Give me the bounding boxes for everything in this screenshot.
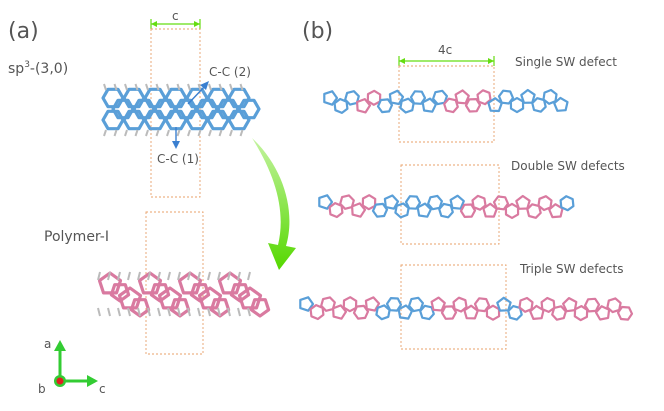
axis-label-b: b: [38, 382, 46, 396]
double-sw-defect-chain: [318, 194, 575, 219]
defect-label-single: Single SW defect: [515, 55, 617, 69]
polymer-i-pink-structure: [97, 271, 271, 318]
cell-label-4c: 4c: [438, 43, 452, 57]
axis-label-c: c: [99, 382, 106, 396]
axis-label-a: a: [44, 337, 51, 351]
unit-cell-box-bottom: [145, 211, 204, 355]
bond-label-1: C-C (1): [157, 152, 199, 166]
polymer-i-label: Polymer-I: [44, 229, 109, 245]
defect-cell-box-2: [400, 164, 500, 245]
single-sw-defect-chain: [323, 88, 569, 115]
bond-label-2: C-C (2): [209, 65, 251, 79]
bond-arrow-2: [187, 81, 209, 105]
bond-arrow-1: [172, 127, 180, 149]
defect-label-triple: Triple SW defects: [519, 262, 623, 276]
axis-indicator: [54, 340, 98, 387]
cell-width-marker-a: [150, 19, 201, 29]
sp3-blue-structure: [101, 83, 261, 137]
triple-sw-defect-chain: [299, 296, 634, 322]
defect-label-double: Double SW defects: [511, 159, 625, 173]
transformation-arrow: [252, 138, 296, 270]
panel-b-label: (b): [302, 19, 333, 44]
cell-width-marker-b: [398, 56, 495, 66]
cell-label-c: c: [172, 9, 179, 23]
sp3-structure-label: sp3-(3,0): [8, 60, 68, 77]
panel-a-label: (a): [8, 19, 39, 44]
